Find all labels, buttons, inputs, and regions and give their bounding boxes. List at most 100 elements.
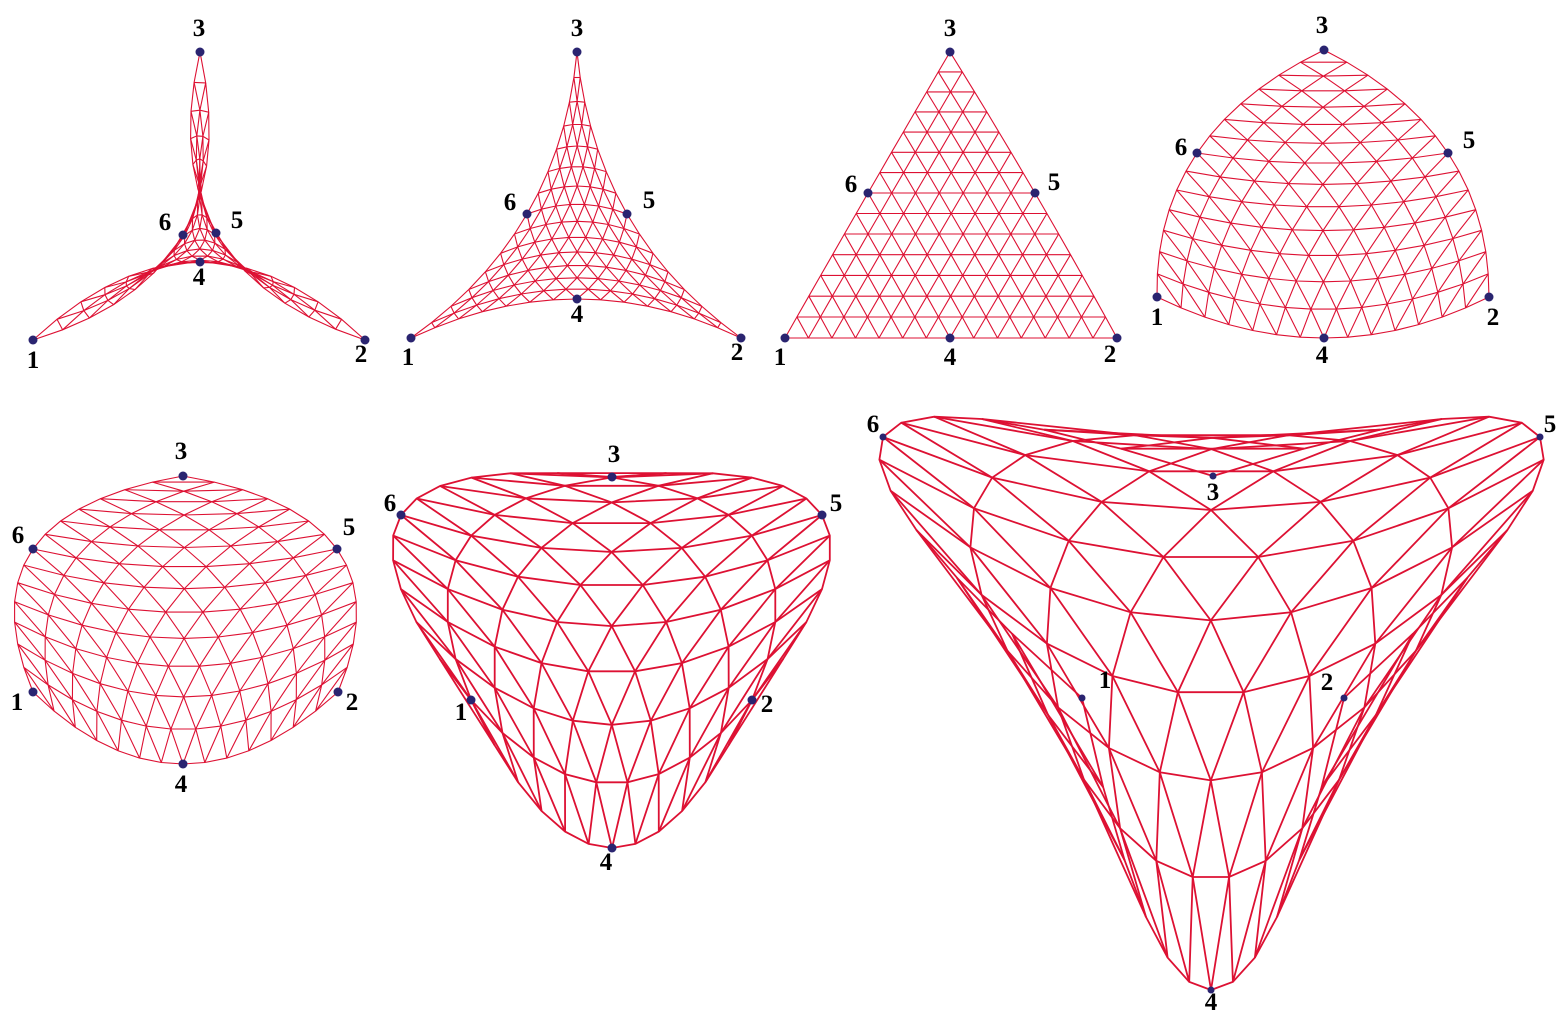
mesh-line [1275, 118, 1422, 335]
mesh-wireframe [392, 472, 831, 849]
mesh-line [1240, 103, 1396, 331]
mesh-line [226, 582, 354, 759]
control-point-1 [466, 695, 476, 705]
mesh-line [14, 601, 119, 752]
mesh-line [902, 152, 1012, 339]
mesh-line [634, 534, 831, 845]
control-point-3 [1209, 472, 1217, 480]
mesh-line [23, 666, 55, 712]
mesh-line [60, 520, 228, 759]
mesh-line [484, 271, 507, 307]
control-point-label: 2 [1321, 669, 1334, 696]
control-point-6 [28, 544, 38, 554]
mesh-line [193, 197, 207, 214]
mesh-line [392, 534, 831, 586]
mesh-line [104, 287, 114, 306]
mesh-line [1210, 436, 1541, 991]
control-point-2 [360, 335, 370, 345]
mesh-line [410, 51, 578, 339]
mesh-line [1188, 421, 1523, 982]
control-point-label: 5 [231, 207, 244, 234]
mesh-line [14, 621, 98, 741]
control-point-6 [396, 510, 406, 520]
mesh-line [23, 666, 348, 730]
control-point-4 [945, 333, 955, 343]
mesh-line [471, 476, 691, 812]
mesh-line [1156, 273, 1182, 309]
mesh-line [400, 514, 823, 553]
mesh-line [855, 213, 927, 339]
mesh-line [17, 582, 354, 613]
mesh-wireframe [878, 415, 1545, 991]
control-point-5 [211, 228, 221, 238]
mesh-line [563, 126, 672, 313]
control-point-label: 3 [944, 15, 957, 42]
mesh-line [681, 588, 823, 812]
control-point-2 [333, 687, 343, 697]
control-point-1 [28, 335, 38, 345]
mesh-line [820, 275, 856, 339]
mesh-line [1176, 189, 1277, 335]
mesh-line [144, 267, 154, 277]
mesh-line [248, 601, 357, 752]
mesh-line [600, 233, 640, 301]
control-point-label: 1 [774, 344, 787, 371]
control-point-3 [178, 471, 188, 481]
mesh-line [556, 145, 598, 150]
control-point-label: 4 [600, 849, 613, 876]
mesh-line [879, 172, 975, 339]
control-point-6 [522, 209, 532, 219]
control-point-5 [1536, 433, 1544, 441]
mesh-line [190, 135, 210, 141]
control-point-5 [817, 510, 827, 520]
control-point-4 [1319, 333, 1329, 343]
control-point-label: 2 [346, 689, 359, 716]
mesh-line [190, 51, 366, 341]
mesh-line [392, 559, 831, 628]
mesh-line [80, 301, 90, 319]
control-point-6 [863, 188, 873, 198]
mesh-line [1196, 152, 1325, 339]
control-point-label: 6 [867, 411, 880, 438]
control-point-3 [195, 47, 205, 57]
control-point-5 [332, 544, 342, 554]
mesh-line [1185, 170, 1459, 185]
mesh-line [468, 265, 685, 291]
control-point-label: 6 [845, 171, 858, 198]
control-point-5 [1030, 188, 1040, 198]
control-point-label: 2 [731, 339, 744, 366]
control-point-label: 4 [175, 771, 188, 798]
mesh-line [1299, 135, 1436, 338]
mesh-line [513, 233, 554, 301]
mesh-line [308, 301, 319, 318]
mesh-line [933, 415, 1267, 958]
mesh-line [14, 475, 184, 693]
control-point-label: 4 [1316, 342, 1329, 369]
mesh-line [152, 481, 326, 712]
mesh-line [576, 213, 628, 300]
mesh-line [1180, 61, 1348, 308]
mesh-line [392, 559, 566, 832]
control-point-1 [28, 687, 38, 697]
control-point-1 [1152, 292, 1162, 302]
mesh-line [113, 255, 286, 305]
mesh-line [1107, 418, 1443, 918]
mesh-line [808, 295, 833, 339]
control-point-3 [572, 47, 582, 57]
mesh-line [160, 254, 177, 268]
mesh-line [1347, 170, 1460, 338]
mesh-line [1465, 273, 1489, 309]
mesh-line [693, 306, 703, 320]
mesh-line [482, 126, 592, 313]
mesh-line [1168, 209, 1254, 331]
control-point-2 [747, 695, 757, 705]
mesh-line [125, 276, 136, 291]
control-point-label: 1 [1151, 304, 1164, 331]
mesh-line [882, 436, 1212, 991]
mesh-line [14, 621, 357, 667]
control-point-label: 3 [1316, 12, 1329, 39]
mesh-line [532, 476, 753, 812]
mesh-line [468, 289, 483, 313]
